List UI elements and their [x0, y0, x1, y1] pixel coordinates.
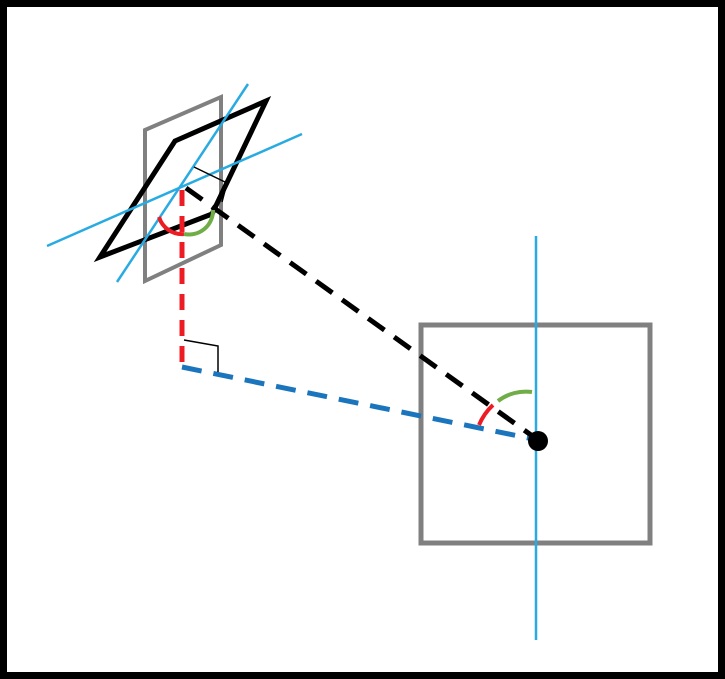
- focus-point: [528, 431, 548, 451]
- blue-axis-line-shallow: [46, 132, 303, 248]
- blue-dashed-line: [181, 364, 539, 443]
- tilted-plane-gray-outline: [143, 93, 223, 285]
- black-dashed-line: [184, 185, 540, 443]
- blue-axis-line-steep: [115, 83, 250, 283]
- red-angle-arc-upper: [157, 216, 185, 237]
- right-angle-marker-top: [193, 166, 228, 203]
- red-angle-arc-lower: [477, 403, 495, 426]
- geometry-diagram: [46, 83, 653, 640]
- diagram-canvas: [7, 7, 718, 672]
- green-angle-arc-upper: [183, 209, 216, 237]
- right-angle-marker-foot: [183, 339, 219, 372]
- green-angle-arc-lower: [496, 389, 533, 403]
